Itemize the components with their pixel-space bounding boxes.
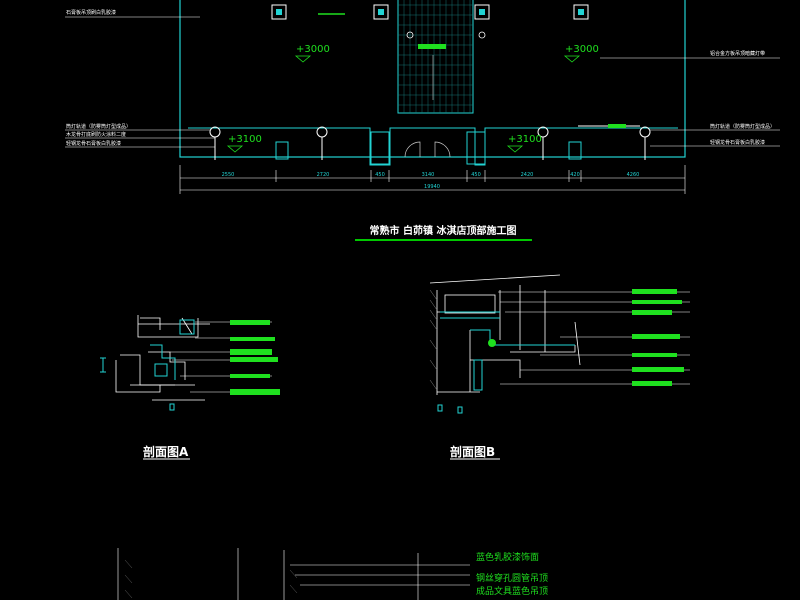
- bottom-note-1: 蓝色乳胶漆饰面: [476, 551, 539, 563]
- bottom-note-2: 钢丝穿孔圆管吊顶: [476, 572, 548, 584]
- elevation-lower-left: +3100: [228, 134, 262, 145]
- section-b-detail: [429, 274, 690, 414]
- elevation-upper-left: +3000: [296, 44, 330, 55]
- dim-1: 2550: [222, 172, 235, 178]
- door-arc-left: [404, 141, 421, 158]
- dim-8: 4260: [627, 172, 640, 178]
- plan-left-note-4: 轻钢龙骨石膏板白乳胶漆: [66, 140, 121, 147]
- dim-6: 2420: [521, 172, 534, 178]
- dim-4: 3140: [422, 172, 435, 178]
- plan-right-note-3: 轻钢龙骨石膏板白乳胶漆: [710, 139, 765, 146]
- elevation-tags: +3000 +3000 +3100 +3100: [226, 44, 599, 153]
- dim-3: 450: [375, 172, 385, 178]
- dimension-string: 2550 2720 450 3140 450 2420 420 4260 199…: [179, 165, 686, 194]
- dim-5: 450: [471, 172, 481, 178]
- plan-right-note-2: 筒灯轨道（防雾筒灯型成品）: [710, 123, 775, 130]
- elevation-lower-right: +3100: [508, 134, 542, 145]
- dim-2: 2720: [317, 172, 330, 178]
- plan-left-note-3: 木龙骨打底刷防火涂料二度: [66, 131, 126, 138]
- elevation-upper-right: +3000: [565, 44, 599, 55]
- section-a-label: 剖面图A: [143, 444, 189, 459]
- light-fixtures-top: [271, 4, 589, 20]
- section-a-detail: [100, 315, 280, 411]
- dim-7: 420: [570, 172, 580, 178]
- plan-left-note-1: 石膏板吊顶刷白乳胶漆: [66, 9, 116, 16]
- plan-right-note-1: 铝合金方板吊顶暗藏灯带: [710, 50, 765, 57]
- plan-left-note-2: 筒灯轨道（防雾筒灯型成品）: [66, 123, 131, 130]
- bottom-detail: 蓝色乳胶漆饰面 钢丝穿孔圆管吊顶 成品文具蓝色吊顶: [117, 548, 548, 600]
- atrium-grid: [397, 0, 474, 114]
- drawing-title: 常熟市 白茆镇 冰淇店顶部施工图: [370, 224, 517, 237]
- section-b-label: 剖面图B: [450, 444, 495, 459]
- bottom-note-3: 成品文具蓝色吊顶: [476, 585, 548, 597]
- door-arc-right: [434, 141, 451, 158]
- ceiling-plan: +3000 +3000 +3100 +3100 石膏板吊顶刷白乳胶漆 筒灯轨道（…: [65, 0, 780, 194]
- columns: [275, 131, 582, 165]
- dim-total: 19940: [424, 184, 440, 190]
- plan-right-notes: 铝合金方板吊顶暗藏灯带 筒灯轨道（防雾筒灯型成品） 轻钢龙骨石膏板白乳胶漆: [600, 50, 780, 147]
- plan-left-notes: 石膏板吊顶刷白乳胶漆 筒灯轨道（防雾筒灯型成品） 木龙骨打底刷防火涂料二度 轻钢…: [65, 9, 215, 148]
- downlights: [209, 126, 651, 160]
